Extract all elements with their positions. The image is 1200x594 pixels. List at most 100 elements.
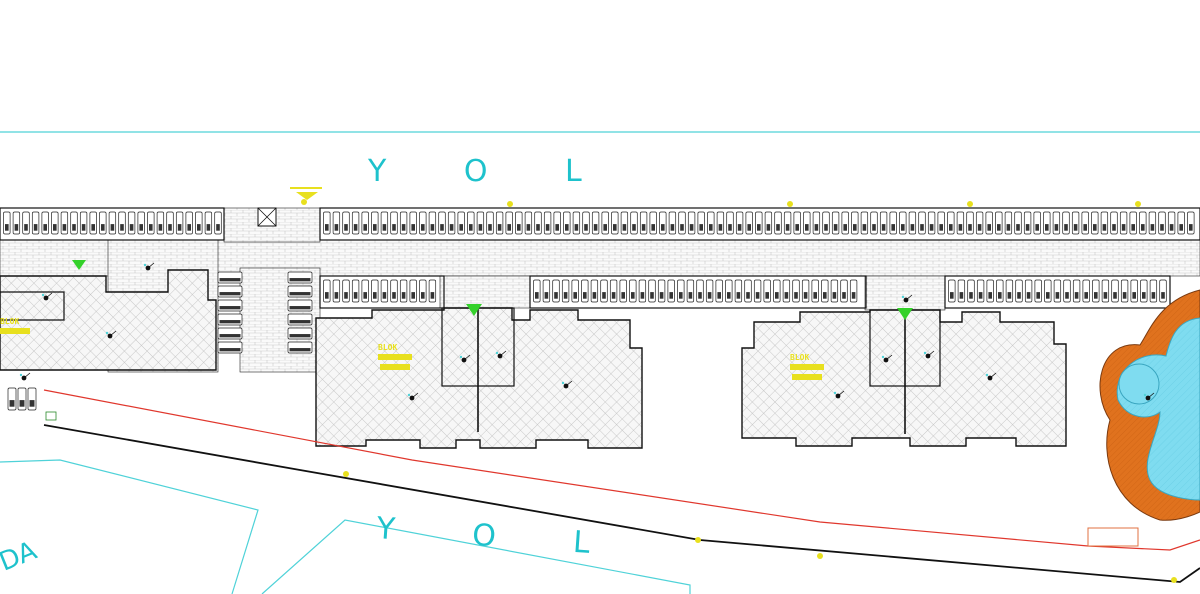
car-symbol xyxy=(325,224,329,231)
car-symbol xyxy=(632,224,636,231)
car-symbol xyxy=(33,224,38,231)
edge-road-text: DA xyxy=(0,536,41,578)
car-symbol xyxy=(669,292,673,299)
car-symbol xyxy=(526,224,531,231)
car-symbol xyxy=(1035,224,1039,231)
car-symbol xyxy=(641,224,646,231)
car-symbol xyxy=(563,292,568,299)
car-symbol xyxy=(584,224,588,231)
car-symbol xyxy=(766,224,771,231)
car-symbol xyxy=(197,224,201,231)
fixture-dot xyxy=(1143,393,1147,397)
car-symbol xyxy=(823,292,827,299)
fixture-dot xyxy=(833,391,837,395)
car-symbol xyxy=(659,292,664,299)
car-symbol xyxy=(746,292,750,299)
car-symbol xyxy=(536,224,540,231)
car-symbol xyxy=(1151,292,1156,299)
car-symbol xyxy=(959,292,964,299)
car-symbol xyxy=(120,224,124,231)
car-symbol xyxy=(168,224,172,231)
car-symbol xyxy=(353,224,358,231)
car-symbol xyxy=(747,224,751,231)
parking-strip-outlines xyxy=(0,207,1200,309)
fixture-dot xyxy=(985,373,989,377)
car-symbol xyxy=(1179,224,1183,231)
car-symbol xyxy=(765,292,769,299)
car-symbol xyxy=(670,224,675,231)
block-label-a: BLOK xyxy=(378,343,397,352)
fixture-dot xyxy=(41,293,45,297)
car-symbol xyxy=(853,224,857,231)
car-symbol xyxy=(573,292,577,299)
car-symbol xyxy=(19,400,25,407)
car-symbol xyxy=(803,292,808,299)
car-symbol xyxy=(219,334,241,338)
site-markers xyxy=(19,199,1177,583)
car-symbol xyxy=(24,224,28,231)
car-symbol xyxy=(373,292,377,299)
car-symbol xyxy=(987,224,991,231)
car-symbol xyxy=(459,224,463,231)
car-symbol xyxy=(219,278,241,282)
marker-tick xyxy=(411,392,419,399)
car-symbol xyxy=(1045,224,1049,231)
car-symbol xyxy=(206,224,211,231)
car-symbol xyxy=(593,224,598,231)
car-symbol xyxy=(1026,292,1031,299)
car-symbol xyxy=(1161,292,1165,299)
car-symbol xyxy=(411,292,415,299)
lamp-marker-icon xyxy=(507,201,513,207)
car-symbol xyxy=(517,224,521,231)
car-symbol xyxy=(1036,292,1040,299)
car-symbol xyxy=(1150,224,1155,231)
car-symbol xyxy=(1074,292,1079,299)
fixture-dot xyxy=(19,373,23,377)
building-west-inner xyxy=(0,291,65,321)
car-symbol xyxy=(373,224,377,231)
car-symbol xyxy=(592,292,597,299)
fixture-dot xyxy=(407,393,411,397)
car-symbol xyxy=(289,278,311,282)
car-symbol xyxy=(699,224,703,231)
car-symbol xyxy=(1121,224,1126,231)
car-symbol xyxy=(421,292,425,299)
car-symbol xyxy=(1054,224,1059,231)
car-symbol xyxy=(622,224,627,231)
car-symbol xyxy=(430,224,435,231)
car-symbol xyxy=(718,224,723,231)
car-symbol xyxy=(91,224,95,231)
gate-marker xyxy=(45,411,57,421)
lamp-marker-icon xyxy=(695,537,701,543)
marker-tick xyxy=(23,372,31,379)
parking-space-icon xyxy=(217,313,243,326)
car-symbol xyxy=(382,224,387,231)
marker-tick xyxy=(45,292,53,299)
parking-strip-north xyxy=(319,207,1200,241)
car-symbol xyxy=(661,224,665,231)
car-symbol xyxy=(411,224,415,231)
car-symbol xyxy=(1141,224,1145,231)
car-symbol xyxy=(219,320,241,324)
car-symbol xyxy=(401,292,406,299)
car-symbol xyxy=(81,224,86,231)
parking-space-icon xyxy=(217,341,243,354)
lamp-marker-icon xyxy=(301,199,307,205)
car-symbol xyxy=(334,224,339,231)
car-symbol xyxy=(1064,224,1068,231)
car-symbol xyxy=(602,292,606,299)
car-symbol xyxy=(392,224,396,231)
block-label-marks xyxy=(0,328,824,380)
lamp-marker-icon xyxy=(817,553,823,559)
car-symbol xyxy=(289,334,311,338)
car-symbol xyxy=(1065,292,1069,299)
car-symbol xyxy=(939,224,943,231)
utility-box xyxy=(257,207,277,227)
car-symbol xyxy=(101,224,105,231)
car-symbol xyxy=(842,292,846,299)
car-symbol xyxy=(545,224,550,231)
car-symbol xyxy=(1094,292,1098,299)
car-symbol xyxy=(1113,292,1117,299)
car-symbol xyxy=(187,224,191,231)
parking-strip-b xyxy=(529,275,867,309)
